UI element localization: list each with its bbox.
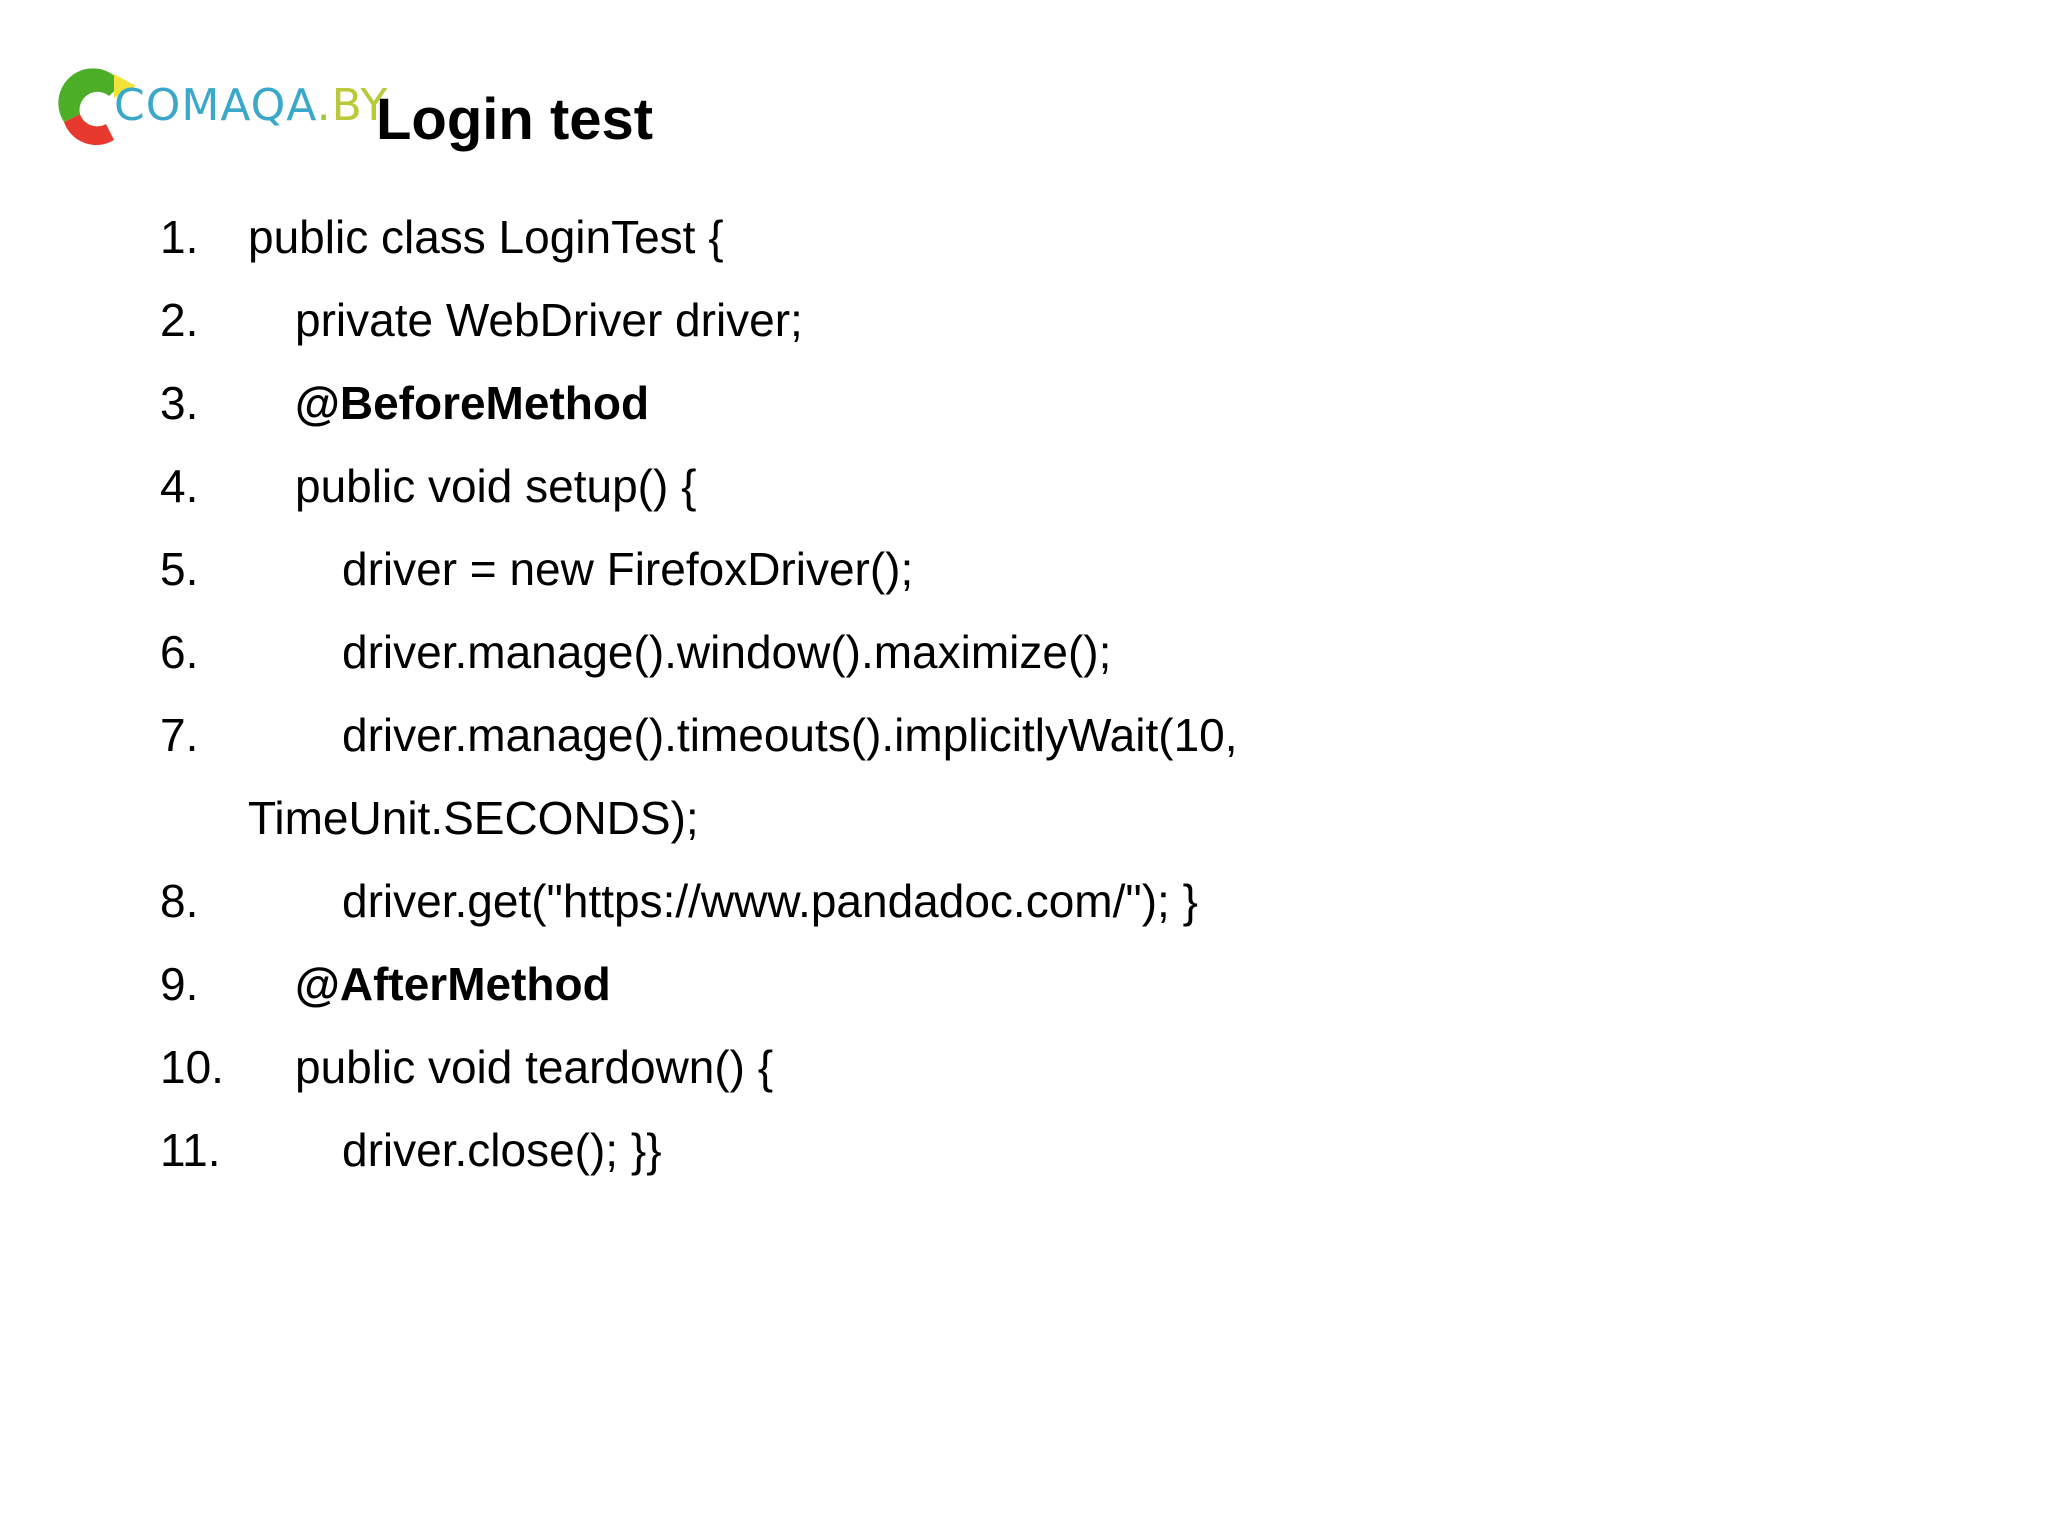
- code-line: 6. driver.manage().window().maximize();: [0, 611, 2048, 694]
- code-line: 1. public class LoginTest {: [0, 196, 2048, 279]
- code-line-text: public void teardown() {: [295, 1041, 774, 1093]
- code-line-number: 7.: [160, 709, 199, 761]
- code-line-number: 4.: [160, 460, 199, 512]
- code-line-text: driver = new FirefoxDriver();: [342, 543, 914, 595]
- code-line-number: 3.: [160, 377, 199, 429]
- comaqa-arc-icon: [52, 60, 144, 152]
- comaqa-wordmark-main: COMAQA: [114, 80, 317, 131]
- code-line-text: @AfterMethod: [295, 958, 611, 1010]
- code-line-text: driver.close(); }}: [342, 1124, 662, 1176]
- code-line-text: TimeUnit.SECONDS);: [248, 792, 699, 844]
- code-line-text: public class LoginTest {: [248, 211, 724, 263]
- code-line-text: driver.get("https://www.pandadoc.com/");…: [342, 875, 1198, 927]
- comaqa-wordmark-dot: .: [316, 80, 332, 131]
- code-line: 3. @BeforeMethod: [0, 362, 2048, 445]
- code-line-number: 9.: [160, 958, 199, 1010]
- code-line-number: 1.: [160, 211, 199, 263]
- comaqa-wordmark: COMAQA.BY: [114, 84, 388, 128]
- code-listing: 1. public class LoginTest { 2. private WebD…: [0, 196, 2048, 1192]
- code-line: 10. public void teardown() {: [0, 1026, 2048, 1109]
- slide-header: COMAQA.BY Login test: [0, 0, 2048, 200]
- code-line-continuation: TimeUnit.SECONDS);: [0, 777, 2048, 860]
- code-line-number: 2.: [160, 294, 199, 346]
- code-line: 4. public void setup() {: [0, 445, 2048, 528]
- code-line: 8. driver.get("https://www.pandadoc.com/"…: [0, 860, 2048, 943]
- code-line-number: 8.: [160, 875, 199, 927]
- code-line-number: 10.: [160, 1041, 224, 1093]
- comaqa-by-logo: COMAQA.BY: [52, 58, 387, 154]
- comaqa-wordmark-tld: BY: [331, 80, 389, 131]
- code-line: 9. @AfterMethod: [0, 943, 2048, 1026]
- code-line-text: public void setup() {: [295, 460, 697, 512]
- code-line: 7. driver.manage().timeouts().implicitlyW…: [0, 694, 2048, 777]
- code-line: 2. private WebDriver driver;: [0, 279, 2048, 362]
- code-line: 11. driver.close(); }}: [0, 1109, 2048, 1192]
- code-line-text: driver.manage().timeouts().implicitlyWai…: [342, 709, 1238, 761]
- code-line-number: 11.: [160, 1124, 221, 1176]
- code-line-number: 6.: [160, 626, 199, 678]
- page-title: Login test: [376, 87, 654, 152]
- code-line-text: @BeforeMethod: [295, 377, 650, 429]
- code-line-text: private WebDriver driver;: [295, 294, 803, 346]
- code-line: 5. driver = new FirefoxDriver();: [0, 528, 2048, 611]
- code-line-number: 5.: [160, 543, 199, 595]
- code-line-text: driver.manage().window().maximize();: [342, 626, 1112, 678]
